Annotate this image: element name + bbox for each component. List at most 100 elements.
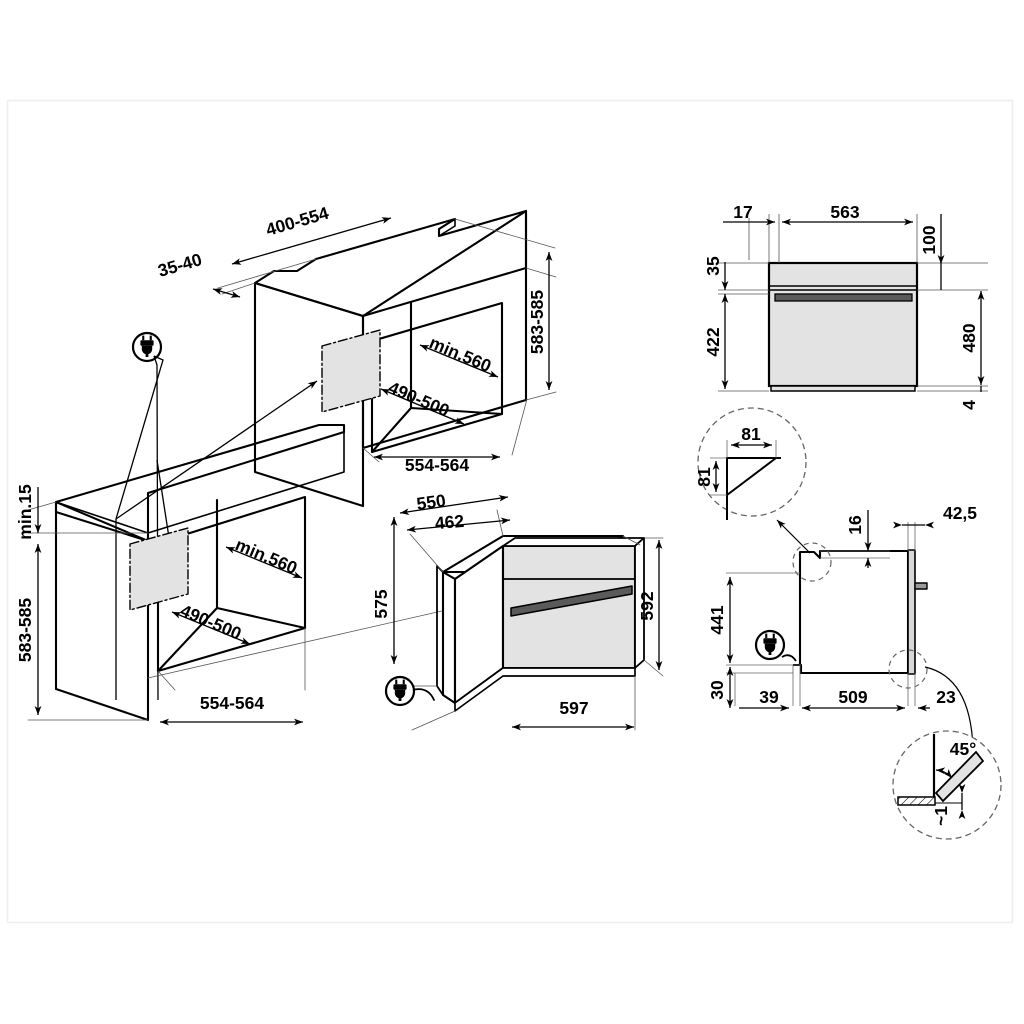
oven-side-door-panel	[907, 549, 916, 675]
detail-edge-angle-label: 45°	[950, 739, 976, 759]
dim-side-top-step: 16	[845, 510, 872, 568]
proj-line	[454, 218, 556, 249]
dim-upper-depth-min: min.560	[419, 332, 499, 378]
dim-oven-depth-total-label: 550	[415, 490, 447, 514]
dim-upper-overhang: 35-40	[156, 249, 241, 298]
dim-front-right-height: 480	[959, 291, 985, 385]
dim-front-width-inner: 563	[782, 202, 913, 226]
dim-lower-inner-width: 490-500	[171, 600, 251, 645]
dim-oven-height-body-label: 575	[371, 589, 391, 618]
proj-line	[643, 659, 664, 677]
dim-oven-height-front: 592	[637, 540, 663, 670]
oven-front-plinth	[770, 385, 916, 392]
lower-cabinet-top-slab	[54, 423, 346, 543]
dim-upper-depth-min-label: min.560	[426, 332, 494, 376]
detail-edge-leader	[924, 666, 977, 748]
dim-side-rear-offset-label: 39	[759, 687, 779, 707]
lower-cabinet-top-slab-edge	[55, 424, 345, 534]
dim-side-body-depth: 509	[802, 687, 905, 712]
upper-cabinet-left-panel	[253, 281, 365, 508]
oven-isometric-view	[409, 509, 664, 731]
detail-edge-hatched-base	[897, 796, 936, 806]
proj-line	[147, 599, 491, 679]
lower-cabinet-view	[27, 423, 491, 722]
dim-upper-height-label: 583-585	[527, 290, 547, 354]
dim-front-left-offset: 17	[723, 202, 775, 226]
oven-side-view	[726, 522, 977, 748]
upper-cabinet-view	[217, 209, 557, 508]
dim-front-bottom-foot: 4	[959, 386, 982, 410]
proj-line	[221, 282, 256, 295]
dim-front-top-band-label: 35	[703, 256, 723, 276]
oven-front-view	[718, 214, 988, 392]
power-plug-icon	[384, 675, 416, 707]
detail-edge-bubble: 45° ~1	[892, 730, 1002, 840]
dim-oven-width-front: 597	[512, 698, 634, 731]
proj-line	[27, 501, 57, 511]
lower-cabinet-niche-floor-b	[215, 606, 307, 630]
dim-upper-inner-width-label: 490-500	[385, 377, 452, 421]
dim-oven-depth-body-label: 462	[434, 511, 465, 533]
dim-lower-gap: min.15	[15, 484, 42, 540]
dim-upper-overhang-label: 35-40	[156, 249, 205, 281]
detail-corner-profile	[726, 457, 781, 520]
dim-upper-width-label: 554-564	[405, 455, 469, 475]
proj-line	[525, 267, 557, 278]
power-plug-icon	[754, 629, 786, 661]
dim-oven-height-body: 575	[371, 517, 398, 664]
detail-marker-corner	[792, 542, 832, 582]
dim-lower-width-label: 554-564	[200, 693, 264, 713]
dim-lower-depth-min: min.560	[225, 534, 303, 579]
oven-side-power-cord	[781, 654, 797, 662]
detail-corner-bubble: 81 81	[694, 407, 811, 554]
dim-side-top-step-label: 16	[845, 515, 865, 535]
dim-front-top-to-handle-label: 100	[919, 225, 939, 254]
dim-front-right-height-label: 480	[959, 323, 979, 352]
dim-lower-depth-min-label: min.560	[232, 534, 300, 578]
proj-line	[409, 533, 444, 573]
proj-line	[411, 710, 456, 731]
oven-front-handle	[774, 293, 913, 302]
detail-corner-leader	[776, 519, 811, 554]
oven-side-handle-stub	[914, 582, 928, 590]
dim-side-body-height-label: 441	[707, 605, 727, 634]
dim-upper-width: 554-564	[374, 453, 500, 475]
dim-oven-width-front-label: 597	[559, 698, 588, 718]
dim-front-left-offset-label: 17	[733, 202, 752, 222]
dim-front-lower-height-label: 422	[703, 327, 723, 356]
dim-front-top-band: 35	[703, 256, 729, 290]
dim-front-lower-height: 422	[703, 294, 729, 389]
proj-line	[525, 391, 557, 401]
dim-side-body-height: 441	[707, 577, 734, 663]
oven-left-side	[441, 570, 457, 705]
dim-side-bottom-gap: 30	[707, 667, 734, 708]
sheet-border	[6, 99, 1014, 924]
proj-line	[157, 670, 176, 691]
upper-cabinet-notch-face	[438, 218, 456, 237]
dim-upper-top-depth-label: 400-554	[264, 203, 332, 240]
upper-cabinet-socket-zone	[321, 329, 381, 413]
detail-corner-chamfer	[726, 457, 777, 496]
oven-front-body	[767, 261, 919, 388]
dim-upper-inner-width: 490-500	[380, 377, 465, 425]
detail-corner-v-label: 81	[694, 467, 714, 487]
dim-side-door-offset: 42,5	[893, 503, 977, 529]
power-plug-icon	[131, 331, 163, 363]
oven-side-body-outline	[793, 549, 910, 675]
dim-oven-depth-total: 550	[399, 490, 509, 516]
detail-edge-45-blade	[934, 750, 985, 803]
proj-line	[511, 398, 528, 456]
dim-side-door-depth-label: 23	[936, 687, 956, 707]
dim-front-top-to-handle: 100	[919, 214, 945, 290]
dim-side-body-depth-label: 509	[838, 687, 867, 707]
dim-lower-height: 583-585	[15, 544, 42, 715]
dim-side-door-offset-label: 42,5	[943, 503, 977, 523]
dim-side-door-depth: 23	[918, 687, 956, 712]
lower-cabinet-left-panel	[54, 500, 150, 722]
oven-door-top-bevel	[502, 537, 645, 547]
dim-oven-depth-body: 462	[406, 511, 511, 533]
detail-edge-clearance-label: ~1	[931, 806, 951, 826]
dim-oven-height-front-label: 592	[637, 591, 657, 620]
